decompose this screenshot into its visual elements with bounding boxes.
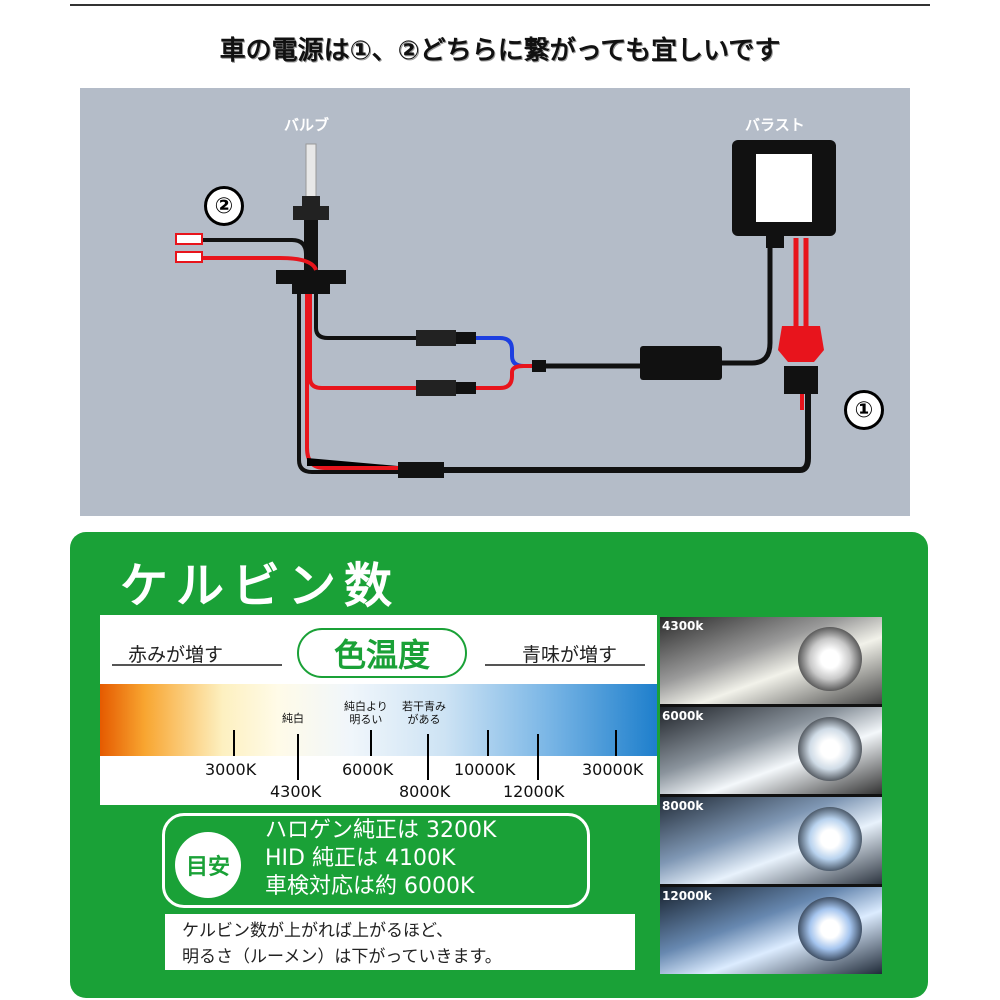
bulb-label: バルブ — [284, 116, 330, 134]
label-4300k: 4300K — [270, 782, 322, 801]
guide-badge: 目安 — [175, 832, 241, 898]
label-30000k: 30000K — [582, 760, 644, 779]
photo-label: 8000k — [662, 799, 704, 813]
top-rule — [70, 4, 930, 6]
note-pure-white: 純白 — [282, 712, 304, 725]
right-arrow-line — [485, 664, 645, 666]
guide-line-halogen: ハロゲン純正は 3200K — [265, 818, 497, 843]
photo-4300k: 4300k — [660, 617, 882, 704]
tick-8000 — [427, 734, 429, 780]
headlight-photos: 4300k 6000k 8000k 12000k — [660, 617, 882, 974]
label-3000k: 3000K — [205, 760, 257, 779]
wiring-diagram: バルブ バラスト ② ① — [80, 88, 910, 516]
bulb-icon — [276, 143, 346, 294]
footnote-line-2: 明るさ（ルーメン）は下がっていきます。 — [182, 947, 502, 967]
note-brighter: 純白より明るい — [344, 700, 388, 726]
guide-line-hid: HID 純正は 4100K — [265, 846, 456, 871]
kelvin-title: ケルビン数 — [120, 558, 401, 614]
photo-12000k: 12000k — [660, 887, 882, 974]
left-label: 赤みが増す — [128, 644, 224, 666]
tick-12000 — [537, 734, 539, 780]
right-label: 青味が増す — [522, 644, 618, 666]
photo-label: 12000k — [662, 889, 712, 903]
tick-3000 — [233, 730, 235, 756]
wiring-svg — [175, 140, 836, 478]
photo-label: 4300k — [662, 619, 704, 633]
photo-6000k: 6000k — [660, 707, 882, 794]
photo-8000k: 8000k — [660, 797, 882, 884]
guide-line-inspection: 車検対応は約 6000K — [265, 874, 475, 899]
tick-4300 — [297, 734, 299, 780]
color-temp-pill: 色温度 — [297, 628, 467, 678]
label-10000k: 10000K — [454, 760, 516, 779]
marker-2: ② — [204, 186, 244, 226]
label-12000k: 12000K — [503, 782, 565, 801]
photo-label: 6000k — [662, 709, 704, 723]
footnote-line-1: ケルビン数が上がれば上がるほど、 — [182, 921, 454, 941]
label-6000k: 6000K — [342, 760, 394, 779]
spectrum-gradient — [100, 684, 657, 756]
ballast-label: バラスト — [745, 116, 805, 134]
tick-6000 — [370, 730, 372, 756]
marker-1: ① — [844, 390, 884, 430]
note-bluish: 若干青みがある — [402, 700, 446, 726]
footnote-bg — [165, 914, 635, 970]
tick-30000 — [615, 730, 617, 756]
tick-10000 — [487, 730, 489, 756]
label-8000k: 8000K — [399, 782, 451, 801]
headline: 車の電源は①、②どちらに繋がっても宜しいです — [219, 36, 781, 66]
ballast-icon — [732, 140, 836, 248]
left-arrow-line — [112, 664, 282, 666]
